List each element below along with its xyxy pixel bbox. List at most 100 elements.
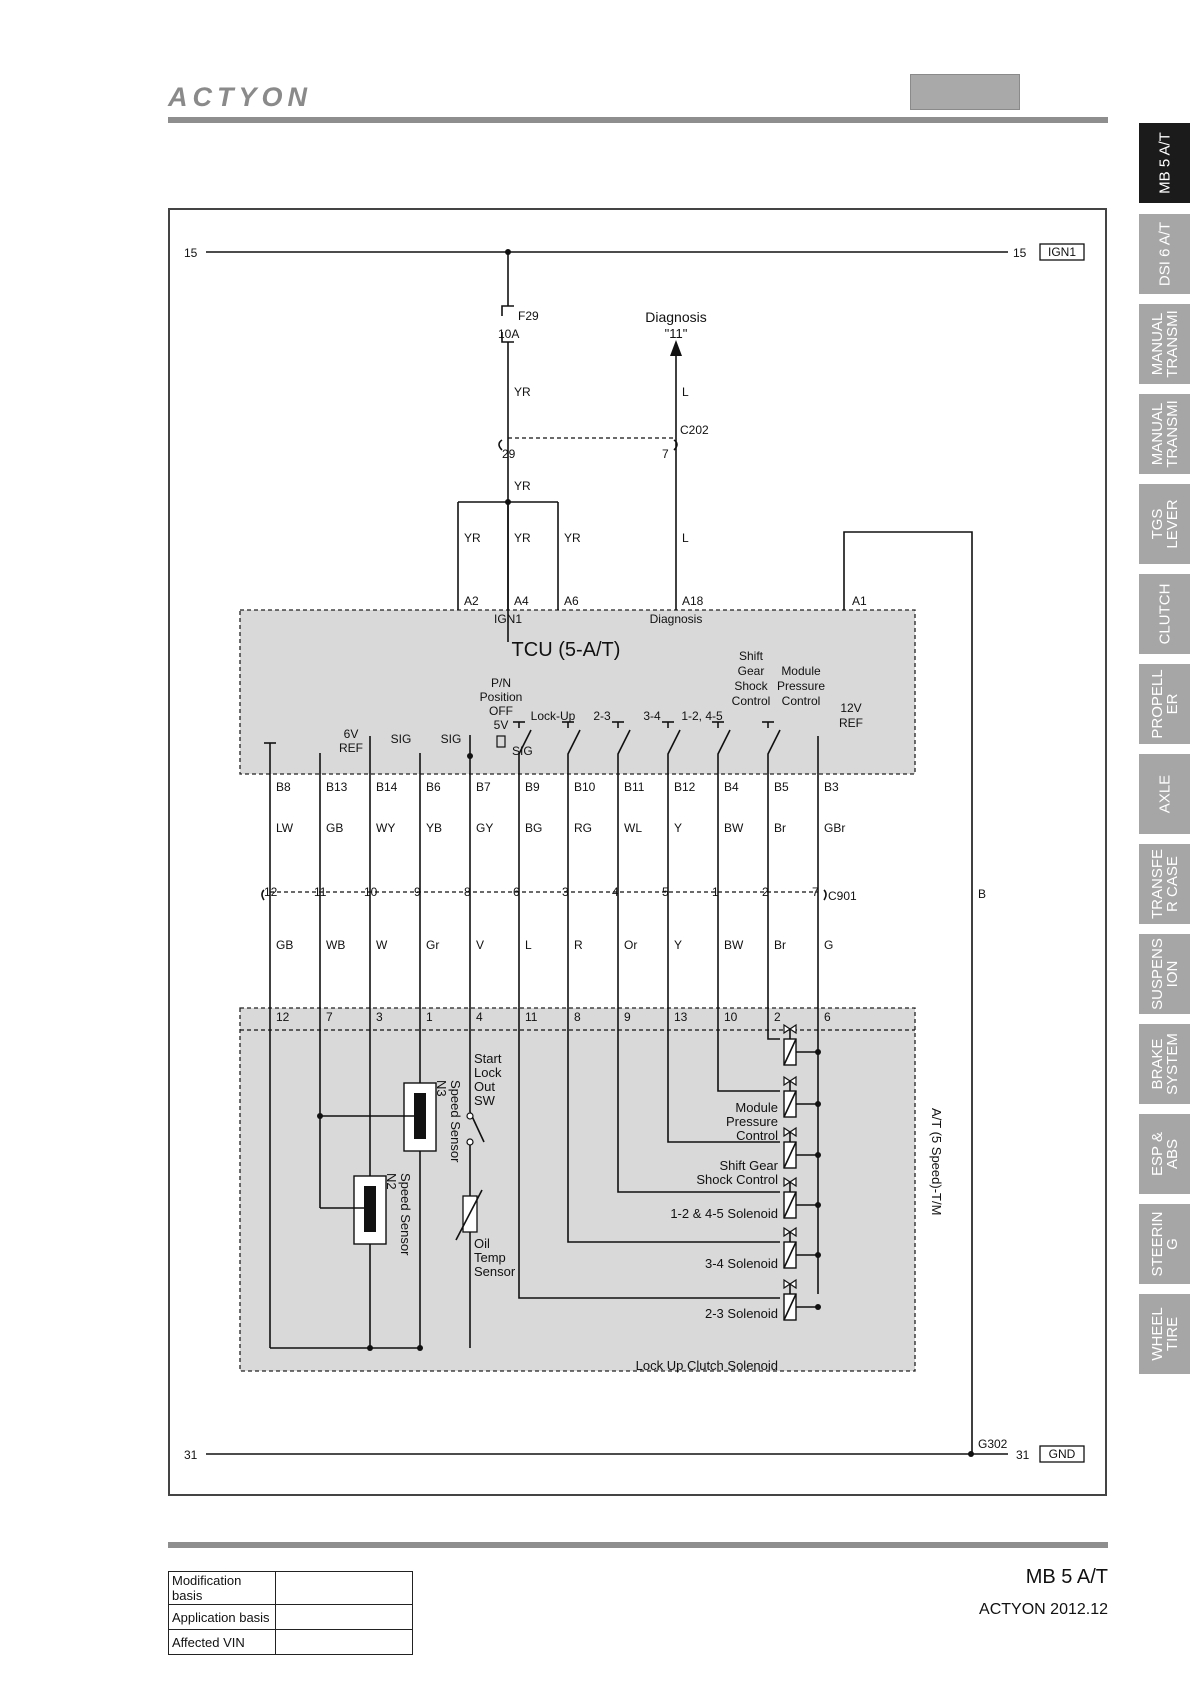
- sgsc-label: Shift Gear: [719, 1158, 778, 1173]
- wire: [667, 1030, 780, 1143]
- start-lock-label: Start: [474, 1051, 502, 1066]
- wire-color: Y: [674, 821, 682, 835]
- tab-item[interactable]: WHEEL TIRE: [1139, 1294, 1190, 1374]
- solenoid-diag: [783, 1191, 797, 1219]
- wire-color: GY: [476, 821, 493, 835]
- tab-item[interactable]: STEERIN G: [1139, 1204, 1190, 1284]
- rail-left-label: 15: [184, 246, 198, 260]
- oil-temp-arrow: [455, 1189, 483, 1241]
- revision-value: [275, 1571, 413, 1605]
- wire-color: GB: [276, 938, 293, 952]
- speed-n2-label: N2: [384, 1173, 399, 1190]
- revision-value: [275, 1629, 413, 1655]
- wire-color: Gr: [426, 938, 439, 952]
- wire-color: R: [574, 938, 583, 952]
- revision-row: Affected VIN: [168, 1629, 413, 1655]
- wire-color: L: [525, 938, 532, 952]
- tcu-6vref-label: REF: [339, 741, 363, 755]
- speed-n3-label: N3: [434, 1080, 449, 1097]
- c901-pin: 7: [812, 885, 819, 899]
- wire-color: BW: [724, 821, 744, 835]
- c901-pin: 10: [364, 885, 378, 899]
- tab-item[interactable]: MANUAL TRANSMI: [1139, 394, 1190, 474]
- tcu-23-label: 2-3: [593, 709, 611, 723]
- diagnosis-title: Diagnosis: [645, 309, 706, 325]
- wire: [717, 1030, 780, 1092]
- gnd-tag-box: [1039, 1445, 1085, 1463]
- tab-item[interactable]: MANUAL TRANSMI: [1139, 304, 1190, 384]
- diagram-frame: [168, 208, 1107, 1496]
- revision-table: Modification basis Application basis Aff…: [168, 1571, 413, 1655]
- c901-pin: 5: [662, 885, 669, 899]
- solenoid-diag: [783, 1141, 797, 1169]
- tab-item[interactable]: DSI 6 A/T: [1139, 214, 1190, 294]
- wire-color: WY: [376, 821, 395, 835]
- tab-item[interactable]: CLUTCH: [1139, 574, 1190, 654]
- tcu-pin: A18: [682, 594, 704, 608]
- tcu-module-label: Module: [781, 664, 821, 678]
- tab-item[interactable]: AXLE: [1139, 754, 1190, 834]
- c901-pin: 3: [562, 885, 569, 899]
- tm-pin: 2: [774, 1010, 781, 1024]
- mpc-label: Module: [735, 1100, 778, 1115]
- tm-pin: 10: [724, 1010, 738, 1024]
- tm-pin: 8: [574, 1010, 581, 1024]
- tcu-switch: [767, 729, 781, 774]
- tcu-switch: [667, 729, 681, 774]
- tm-pin: 7: [326, 1010, 333, 1024]
- tcu-pn-label: OFF: [489, 704, 513, 718]
- tab-item[interactable]: SUSPENS ION: [1139, 934, 1190, 1014]
- junction-dot: [815, 1101, 821, 1107]
- sol34-label: 3-4 Solenoid: [705, 1256, 778, 1271]
- c901-pin: 2: [762, 885, 769, 899]
- ground-label: G302: [978, 1437, 1008, 1451]
- rail-right-label: 15: [1013, 246, 1027, 260]
- tm-pin: 13: [674, 1010, 688, 1024]
- wire-color: WB: [326, 938, 345, 952]
- tab-item[interactable]: BRAKE SYSTEM: [1139, 1024, 1190, 1104]
- tab-item[interactable]: TRANSFE R CASE: [1139, 844, 1190, 924]
- tab-item[interactable]: ESP & ABS: [1139, 1114, 1190, 1194]
- tab-item[interactable]: MB 5 A/T: [1139, 123, 1190, 203]
- revision-row: Application basis: [168, 1604, 413, 1630]
- tab-item[interactable]: TGS LEVER: [1139, 484, 1190, 564]
- solenoid-diag: [783, 1090, 797, 1118]
- header-section-box: [910, 74, 1020, 110]
- oil-temp-label: Sensor: [474, 1264, 516, 1279]
- tcu-pn-label: 5V: [494, 718, 509, 732]
- tab-item[interactable]: PROPELL ER: [1139, 664, 1190, 744]
- c901-pin: 1: [712, 885, 719, 899]
- start-lock-label: Out: [474, 1079, 495, 1094]
- tcu-pin: B11: [624, 780, 645, 794]
- tm-pin: 4: [476, 1010, 483, 1024]
- junction-dot: [968, 1451, 974, 1457]
- tcu-pin: A1: [852, 594, 867, 608]
- tcu-pin: B3: [824, 780, 839, 794]
- wire-color: Or: [624, 938, 637, 952]
- speed-n3-label: Speed Sensor: [448, 1080, 463, 1163]
- tcu-6vref-label: 6V: [344, 727, 359, 741]
- tcu-title: TCU (5-A/T): [512, 639, 621, 661]
- revision-key: Application basis: [168, 1604, 276, 1630]
- solenoid-diag: [783, 1241, 797, 1269]
- wire: [518, 1030, 780, 1299]
- solenoid-diag: [783, 1038, 797, 1066]
- c901-name: C901: [828, 889, 857, 903]
- oil-temp-label: Oil: [474, 1236, 490, 1251]
- wire-color: YB: [426, 821, 442, 835]
- tcu-pin: B12: [674, 780, 696, 794]
- tcu-34-label: 3-4: [643, 709, 661, 723]
- tcu-pin: B5: [774, 780, 789, 794]
- revision-row: Modification basis: [168, 1571, 413, 1605]
- c901-pin: 9: [414, 885, 421, 899]
- tcu-box: [239, 609, 916, 775]
- wire: [617, 1030, 780, 1193]
- tm-pin: 1: [426, 1010, 433, 1024]
- c901-pin: 8: [464, 885, 471, 899]
- connector-mark: [823, 889, 827, 901]
- tm-pin: 9: [624, 1010, 631, 1024]
- wire-color: L: [682, 385, 689, 399]
- tm-pin: 6: [824, 1010, 831, 1024]
- lockup-label: Lock Up Clutch Solenoid: [636, 1358, 778, 1373]
- fuse-rating: 10A: [498, 327, 519, 341]
